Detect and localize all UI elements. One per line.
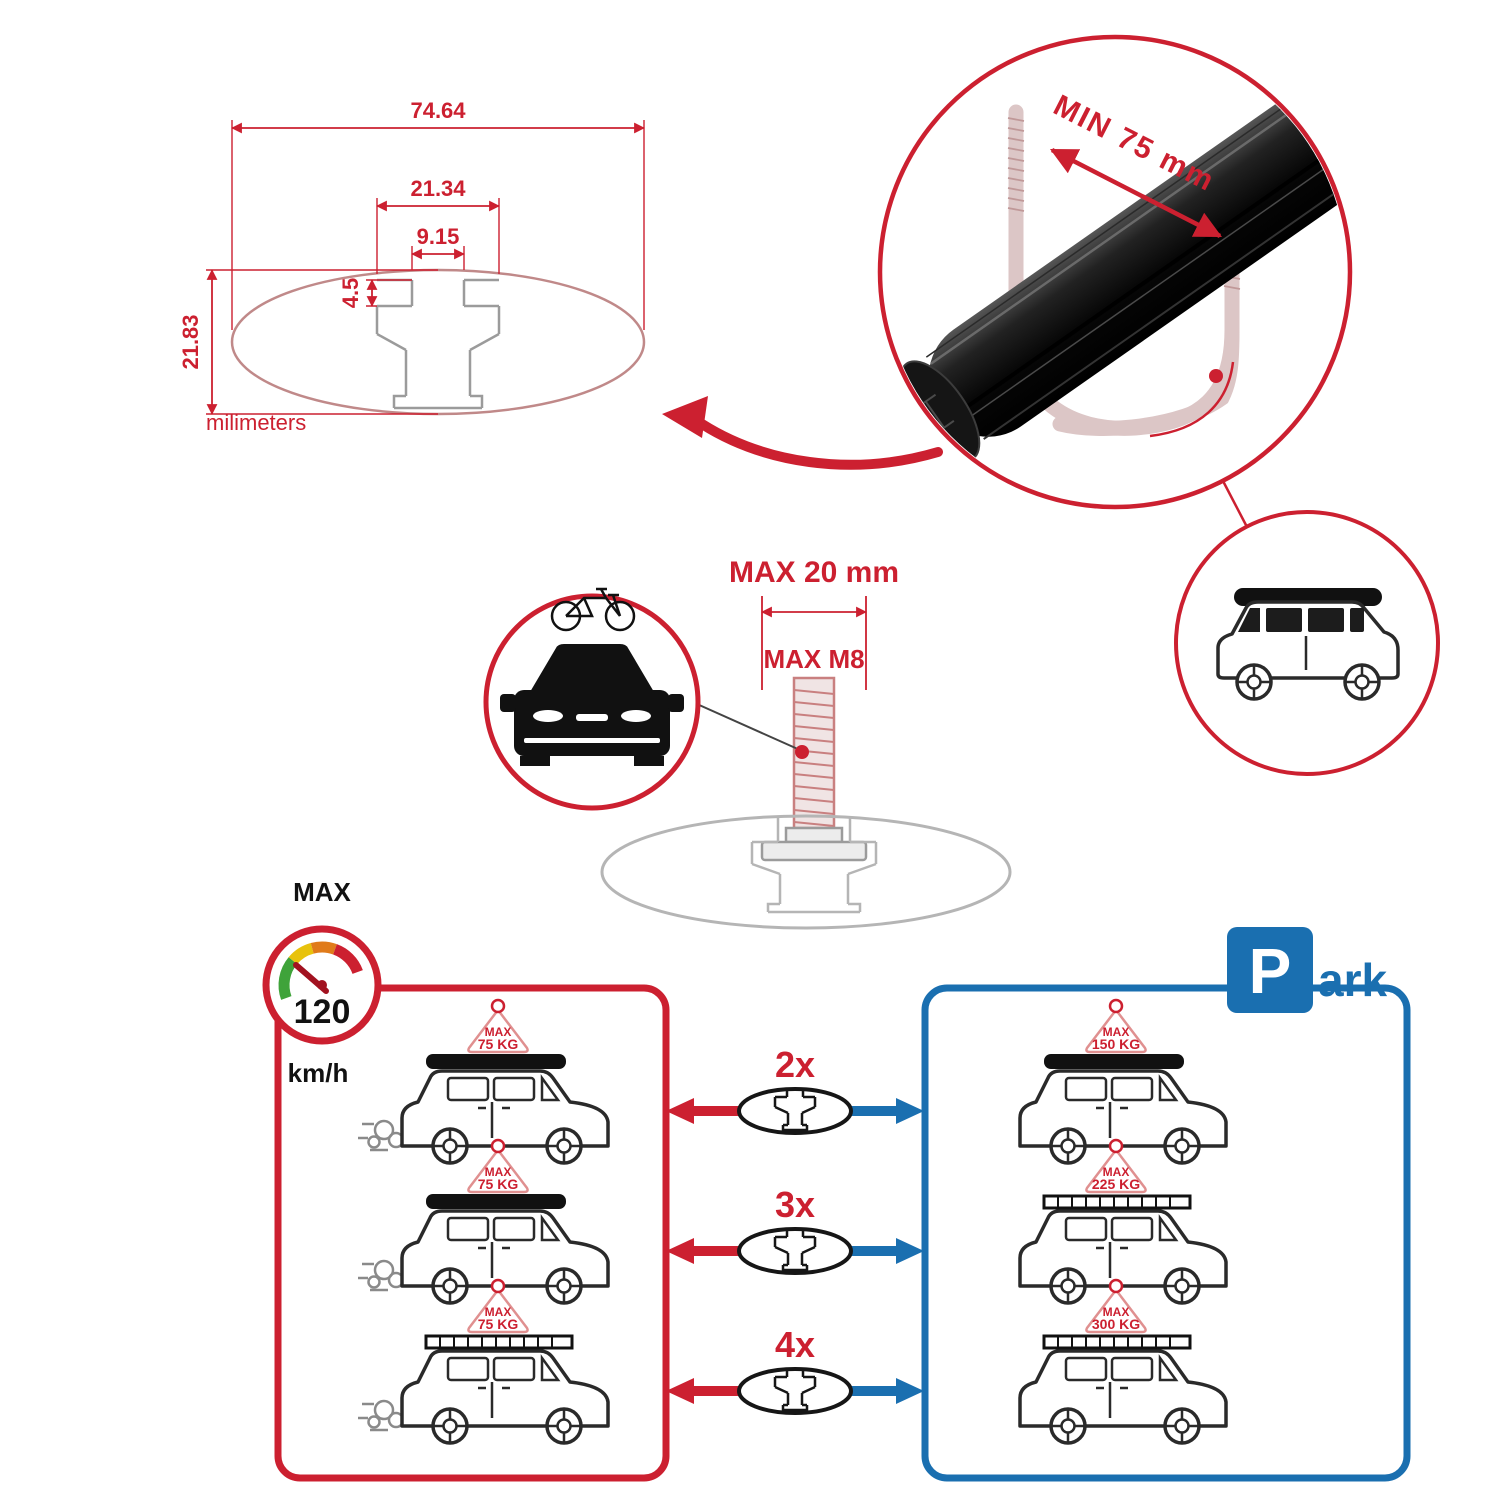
gauge-pivot: [317, 980, 327, 990]
crossbar-count-row-3: 4x: [666, 1324, 924, 1415]
bike-icon: [550, 587, 636, 632]
crossbar-oval-icon: [737, 1227, 853, 1275]
clamp-marker-dot: [1209, 369, 1223, 383]
bolt-flange: [760, 840, 868, 862]
multiplier-label: 3x: [775, 1184, 815, 1225]
blue-arrow: [850, 1378, 924, 1404]
front-car-bike-circle: [483, 587, 701, 811]
parked-car-row-1: MAX 150 KG: [1020, 998, 1226, 1163]
tbolt-drawing: [760, 676, 868, 862]
max-20mm-label: MAX 20 mm: [729, 556, 899, 589]
zoom-arrow: [662, 396, 943, 470]
tag-max: MAX: [485, 1165, 512, 1179]
crossbar-oval-icon: [737, 1087, 853, 1135]
roofbox-suv-circle: [1174, 510, 1440, 776]
crossbar-cross-section-diagram: 74.64 21.34 9.15 4.5 21.83 milimeters: [178, 98, 646, 435]
load-tag: MAX 75 KG: [467, 1278, 529, 1334]
multiplier-label: 4x: [775, 1324, 815, 1365]
tag-kg: 150 KG: [1092, 1036, 1140, 1052]
tag-max: MAX: [485, 1025, 512, 1039]
driving-car-row-1: MAX 75 KG: [356, 998, 608, 1163]
tag-kg: 75 KG: [478, 1036, 519, 1052]
dimension-width-total: 74.64: [231, 98, 645, 330]
load-tag: MAX 300 KG: [1085, 1278, 1147, 1334]
roofbox-cargo-icon: [426, 1194, 566, 1209]
gauge-arc: [278, 941, 363, 1000]
clamp-hook-front: [1052, 322, 1240, 438]
dim-21-34: 21.34: [410, 176, 466, 201]
load-tag: MAX 75 KG: [467, 1138, 529, 1194]
parked-car-row-3: MAX 300 KG: [1020, 1278, 1226, 1443]
gauge-value: 120: [294, 993, 351, 1031]
dimension-width-channel: 21.34: [376, 176, 500, 274]
dimension-height-total: 21.83: [178, 269, 438, 415]
roofbox-cargo-icon: [1044, 1054, 1184, 1069]
load-tag: MAX 75 KG: [467, 998, 529, 1054]
red-arrow: [666, 1378, 740, 1404]
bolt-marker-dot: [795, 745, 809, 759]
dim-21-83: 21.83: [178, 314, 203, 369]
red-arrow: [666, 1238, 740, 1264]
dimension-max-20: [761, 596, 867, 690]
blue-arrow: [850, 1098, 924, 1124]
driving-car-row-2: MAX 75 KG: [356, 1138, 608, 1303]
tag-max: MAX: [1103, 1305, 1130, 1319]
crossbar-count-row-2: 3x: [666, 1184, 924, 1275]
load-tag: MAX 150 KG: [1085, 998, 1147, 1054]
parking-letter: P: [1249, 935, 1292, 1007]
blue-arrow: [850, 1238, 924, 1264]
dim-9-15: 9.15: [417, 224, 460, 249]
zoom-arrowhead: [662, 396, 708, 438]
gauge-units: km/h: [288, 1058, 349, 1088]
bolt-neck: [784, 826, 844, 844]
parking-suffix: ark: [1318, 954, 1387, 1006]
red-arrow: [666, 1098, 740, 1124]
channel-cross-section-ghost: [600, 814, 1012, 930]
tag-kg: 75 KG: [478, 1316, 519, 1332]
units-label: milimeters: [206, 410, 306, 435]
car-front-icon: [500, 644, 684, 766]
multiplier-label: 2x: [775, 1044, 815, 1085]
crossbar-count-row-1: 2x: [666, 1044, 924, 1135]
leader-line: [687, 699, 801, 751]
suv-with-roofbox: [1216, 588, 1400, 701]
tag-max: MAX: [485, 1305, 512, 1319]
tag-kg: 225 KG: [1092, 1176, 1140, 1192]
headlight-right: [621, 710, 651, 722]
parking-sign: P ark: [1227, 927, 1387, 1013]
max-m8-label: MAX M8: [763, 644, 864, 674]
load-tag: MAX 225 KG: [1085, 1138, 1147, 1194]
parking-sign-square: [1227, 927, 1313, 1013]
dimension-width-slot: 9.15: [411, 224, 465, 270]
roofbox-cargo-icon: [426, 1054, 566, 1069]
dim-4-5: 4.5: [338, 278, 363, 309]
parked-car-row-2: MAX 225 KG: [1020, 1138, 1226, 1303]
dimension-lip-depth: 4.5: [338, 278, 412, 309]
speed-gauge: MAX 120 km/h: [262, 877, 382, 1088]
tag-kg: 75 KG: [478, 1176, 519, 1192]
tag-kg: 300 KG: [1092, 1316, 1140, 1332]
headlight-left: [533, 710, 563, 722]
circle-connector-line: [1221, 480, 1249, 528]
tag-max: MAX: [1103, 1025, 1130, 1039]
crossbar-oval-icon: [737, 1367, 853, 1415]
gauge-max-label: MAX: [293, 877, 351, 907]
tbolt-diagram: MAX 20 mm MAX M8: [600, 556, 1012, 930]
dim-74-64: 74.64: [410, 98, 466, 123]
closeup-circle-border: [877, 34, 1353, 510]
tag-max: MAX: [1103, 1165, 1130, 1179]
driving-car-row-3: MAX 75 KG: [356, 1278, 608, 1443]
